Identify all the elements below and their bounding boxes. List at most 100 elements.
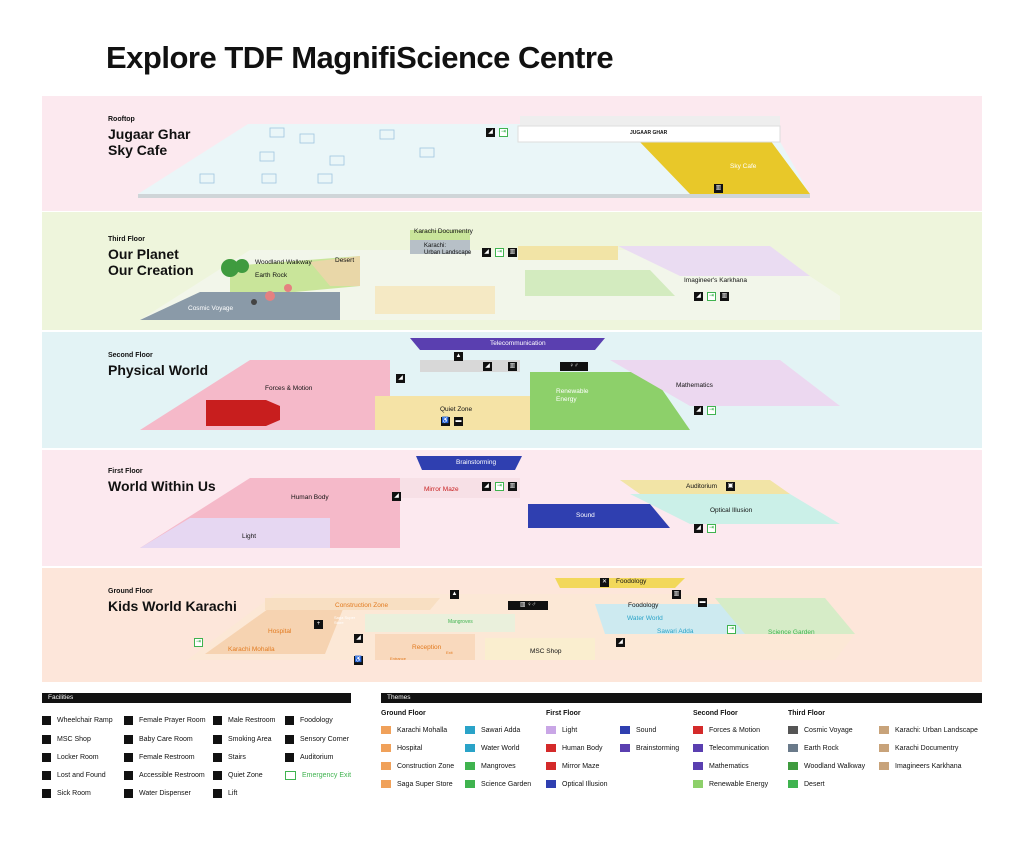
facilities-heading: Facilities: [42, 693, 351, 703]
floor-sub-second: Second Floor: [108, 352, 153, 359]
theme-science-garden: Science Garden: [465, 780, 531, 788]
stairs-icon: [213, 753, 222, 762]
zone-science-garden: Science Garden: [768, 629, 815, 636]
wheelchair-ramp-icon: ♿: [354, 656, 363, 665]
emergency-exit-icon: ⇥: [495, 248, 504, 257]
theme-human-body: Human Body: [546, 744, 602, 752]
baby-icon: [124, 735, 133, 744]
legend-female-prayer-room: Female Prayer Room: [124, 716, 206, 725]
first-floor-map[interactable]: [130, 454, 850, 554]
water-dispenser-icon: [124, 789, 133, 798]
zone-karachi-documentry: Karachi Documentry: [414, 228, 473, 235]
floor-name-first: World Within Us: [108, 478, 216, 494]
eye-icon: [546, 780, 556, 788]
sick-room-icon: +: [314, 620, 323, 629]
emergency-exit-icon: ⇥: [727, 625, 736, 634]
zone-earth-rock: Earth Rock: [255, 272, 288, 279]
theme-desert: Desert: [788, 780, 825, 788]
zone-light: Light: [242, 533, 257, 540]
theme-sound: Sound: [620, 726, 656, 734]
auditorium-icon: ▣: [726, 482, 735, 491]
legend-female-restroom: Female Restroom: [124, 753, 195, 762]
rooftop-map[interactable]: [130, 112, 930, 202]
stairs-icon: ◢: [396, 374, 405, 383]
planet-icon: [788, 726, 798, 734]
sensory-icon: [285, 735, 294, 744]
theme-light: Light: [546, 726, 577, 734]
maze-icon: [546, 762, 556, 770]
smoking-area-icon: ▬: [454, 417, 463, 426]
antenna-icon: [693, 744, 703, 752]
zone-mangroves: Mangroves: [448, 619, 473, 625]
stairs-icon: ◢: [694, 292, 703, 301]
seesaw-icon: [693, 726, 703, 734]
legend-msc-shop: MSC Shop: [42, 735, 91, 744]
third-floor-map[interactable]: [130, 226, 850, 326]
theme-imagineers-karkhana: Imagineers Karkhana: [879, 762, 962, 770]
locker-icon: [42, 753, 51, 762]
themes-first-heading: First Floor: [546, 710, 581, 717]
zone-desert: Desert: [335, 257, 355, 264]
ground-floor-map[interactable]: [185, 574, 865, 674]
zone-woodland-walkway: Woodland Walkway: [255, 259, 312, 266]
lift-icon: ▥: [508, 248, 517, 257]
theme-woodland-walkway: Woodland Walkway: [788, 762, 865, 770]
theme-mangroves: Mangroves: [465, 762, 516, 770]
restroom-icon: ♀♂: [560, 362, 588, 371]
floor-name-second: Physical World: [108, 362, 209, 378]
theme-hospital: Hospital: [381, 744, 422, 752]
floor-sub-ground: Ground Floor: [108, 588, 153, 595]
legend-locker-room: Locker Room: [42, 753, 99, 762]
male-icon: [213, 716, 222, 725]
legend-male-restroom: Male Restroom: [213, 716, 275, 725]
emergency-exit-icon: ⇥: [707, 524, 716, 533]
zone-optical-illusion: Optical Illusion: [710, 507, 753, 514]
legend-sick-room: Sick Room: [42, 789, 91, 798]
zone-brainstorming: Brainstorming: [456, 459, 497, 466]
crane-icon: [381, 762, 391, 770]
female-icon: [124, 753, 133, 762]
theme-renewable-energy: Renewable Energy: [693, 780, 768, 788]
stairs-icon: ◢: [694, 524, 703, 533]
theme-water-world: Water World: [465, 744, 520, 752]
theme-saga-super-store: Saga Super Store: [381, 780, 453, 788]
zone-sound: Sound: [576, 512, 595, 519]
theme-mathematics: Mathematics: [693, 762, 749, 770]
theme-telecommunication: Telecommunication: [693, 744, 769, 752]
legend-auditorium: Auditorium: [285, 753, 333, 762]
tree-icon: [788, 762, 798, 770]
zone-karachi-urban-landscape: Karachi:Urban Landscape: [424, 243, 472, 256]
stairs-icon: ◢: [616, 638, 625, 647]
legend-wheelchair-ramp: Wheelchair Ramp: [42, 716, 113, 725]
theme-forces-motion: Forces & Motion: [693, 726, 760, 734]
theme-optical-illusion: Optical Illusion: [546, 780, 608, 788]
zone-cosmic-voyage: Cosmic Voyage: [188, 305, 234, 312]
zone-exit: Exit: [446, 650, 453, 655]
water-dispenser-icon: ▲: [454, 352, 463, 361]
emergency-exit-icon: ⇥: [194, 638, 203, 647]
zone-sawari-adda: Sawari Adda: [657, 628, 694, 635]
tree-icon: [465, 762, 475, 770]
stairs-icon: ◢: [483, 362, 492, 371]
legend-sensory-corner: Sensory Corner: [285, 735, 349, 744]
legend-smoking-area: Smoking Area: [213, 735, 272, 744]
tuning-fork-icon: [620, 726, 630, 734]
stairs-icon: ◢: [392, 492, 401, 501]
shapes-icon: [693, 762, 703, 770]
ambulance-icon: [381, 744, 391, 752]
smoking-area-icon: ▬: [698, 598, 707, 607]
zone-entrance: Entrance: [390, 656, 407, 661]
theme-construction-zone: Construction Zone: [381, 762, 454, 770]
zone-water-world: Water World: [627, 615, 663, 622]
zone-jugaar-ghar: JUGAAR GHAR: [630, 130, 668, 136]
boat-icon: [465, 744, 475, 752]
zone-karachi-mohalla: Karachi Mohalla: [228, 646, 275, 653]
zone-mathematics: Mathematics: [676, 382, 713, 389]
cactus-icon: [788, 780, 798, 788]
legend-water-dispenser: Water Dispenser: [124, 789, 191, 798]
themes-third-heading: Third Floor: [788, 710, 825, 717]
garden-icon: [465, 780, 475, 788]
second-floor-map[interactable]: [130, 336, 850, 436]
